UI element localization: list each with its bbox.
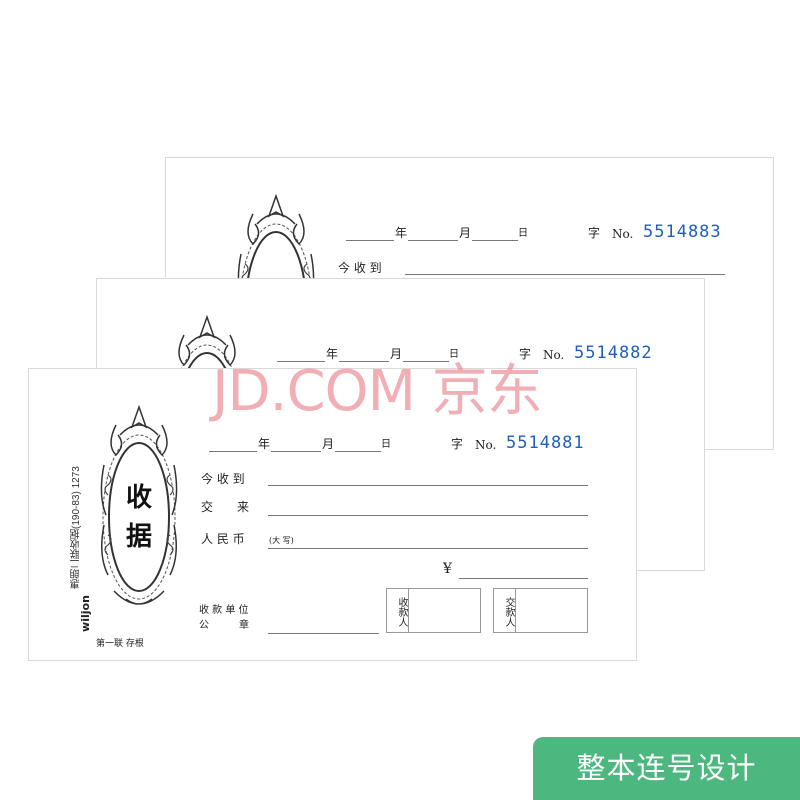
yen-line: [459, 578, 588, 579]
payee-box: 收款人: [386, 588, 481, 633]
rmb-line: [268, 548, 588, 549]
ornament-frame-icon: [100, 404, 178, 605]
day-label: 日: [518, 228, 528, 239]
watermark: JD.COM 京东: [212, 359, 543, 424]
serial-number: 5514881: [506, 433, 585, 453]
month-label: 月: [322, 437, 335, 451]
for-payment-line: [268, 515, 588, 516]
brand-logo: wiljon: [78, 595, 92, 632]
zi-label: 字: [519, 347, 532, 361]
zi-label: 字: [588, 226, 601, 240]
zi-label: 字: [451, 437, 464, 451]
rmb-capital-label: (大 写): [269, 536, 294, 545]
payee-unit-label: 收 款 单 位: [199, 605, 249, 616]
received-from-label: 今 收 到: [338, 261, 382, 275]
title-char-1: 收: [126, 483, 153, 513]
seal-label: 公 章: [199, 620, 249, 631]
received-from-line: [405, 274, 725, 275]
no-label: No.: [543, 348, 565, 362]
no-label: No.: [612, 227, 634, 241]
payer-box: 交款人: [493, 588, 588, 633]
serial-number: 5514882: [574, 343, 653, 363]
serial-number: 5514883: [643, 222, 722, 242]
year-label: 年: [395, 226, 408, 240]
day-label: 日: [381, 439, 391, 450]
month-label: 月: [459, 226, 472, 240]
seal-line: [268, 633, 379, 634]
ornament-frame: [96, 404, 182, 621]
yen-sign: ¥: [443, 561, 452, 577]
received-from-label: 今 收 到: [201, 472, 245, 486]
year-label: 年: [258, 437, 271, 451]
product-spec-text: 惠朗二联收据(190-83) 1273: [71, 466, 82, 589]
copy-label: 第一联 存根: [96, 639, 144, 649]
receipt-card: 年 月 日 字 No. 5514881 今 收 到 惠朗二联收据(190-83)…: [28, 368, 637, 661]
received-from-line: [268, 485, 588, 486]
month-label: 月: [390, 347, 403, 361]
title-char-2: 据: [126, 522, 153, 552]
feature-badge: 整本连号设计: [533, 737, 800, 800]
for-payment-label: 交 来: [201, 500, 250, 514]
rmb-label: 人 民 币: [201, 532, 245, 546]
day-label: 日: [449, 349, 459, 360]
year-label: 年: [326, 347, 339, 361]
no-label: No.: [475, 438, 497, 452]
